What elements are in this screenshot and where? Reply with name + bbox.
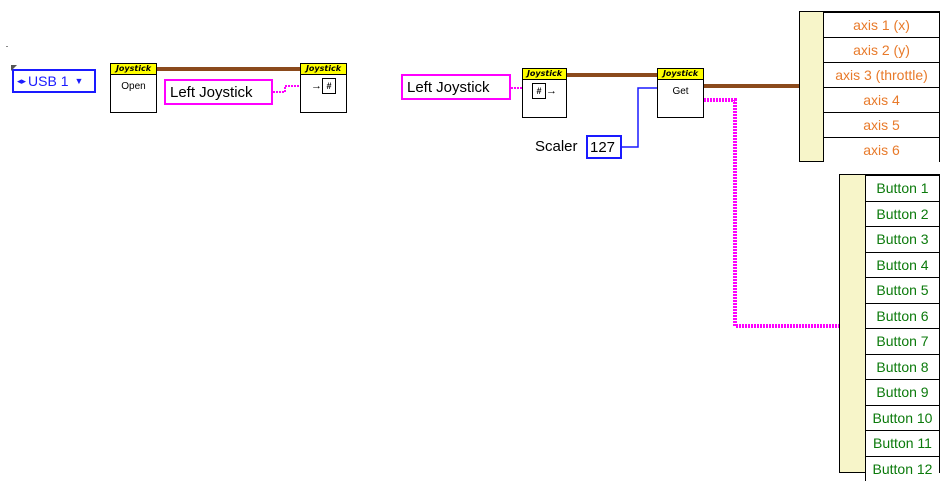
- scaler-value: 127: [590, 139, 615, 156]
- subvi-label: Open: [111, 75, 156, 92]
- axis-element[interactable]: axis 2 (y): [823, 37, 939, 62]
- axis-element[interactable]: axis 5: [823, 112, 939, 137]
- subvi-label: Get: [658, 80, 703, 97]
- button-element[interactable]: Button 12: [865, 456, 939, 481]
- load-glyph: #→: [523, 80, 566, 102]
- axis-element[interactable]: axis 3 (throttle): [823, 62, 939, 87]
- ring-corner-marker: [11, 65, 17, 71]
- document-number-icon: #: [322, 78, 336, 94]
- dropdown-arrow-icon[interactable]: ▼: [75, 76, 84, 86]
- subvi-banner: Joystick: [111, 64, 156, 75]
- string-constant-value: Left Joystick: [407, 79, 490, 96]
- button-element[interactable]: Button 11: [865, 430, 939, 456]
- string-constant-value: Left Joystick: [170, 84, 253, 101]
- document-number-icon: #: [532, 83, 546, 99]
- save-glyph: →#: [301, 75, 346, 97]
- subvi-banner: Joystick: [301, 64, 346, 75]
- joystick-name-constant-1[interactable]: Left Joystick: [164, 79, 273, 105]
- button-element[interactable]: Button 10: [865, 405, 939, 431]
- numeric-wire[interactable]: [622, 88, 657, 147]
- scaler-constant[interactable]: 127: [586, 135, 622, 159]
- button-element[interactable]: Button 8: [865, 354, 939, 380]
- button-element[interactable]: Button 3: [865, 226, 939, 252]
- axis-element[interactable]: axis 6: [823, 137, 939, 162]
- arrow-right-icon: →: [311, 80, 322, 92]
- joystick-load-subvi[interactable]: Joystick #→: [522, 68, 567, 118]
- button-element[interactable]: Button 4: [865, 252, 939, 278]
- axis-element[interactable]: axis 4: [823, 87, 939, 112]
- subvi-banner: Joystick: [658, 69, 703, 80]
- button-element[interactable]: Button 7: [865, 328, 939, 354]
- usb-ring-control[interactable]: ◂▸ USB 1 ▼: [12, 69, 96, 93]
- arrow-right-icon: →: [546, 85, 557, 97]
- decoration-dot: [6, 46, 8, 47]
- button-element[interactable]: Button 9: [865, 379, 939, 405]
- button-element[interactable]: Button 2: [865, 201, 939, 227]
- joystick-get-subvi[interactable]: Joystick Get: [657, 68, 704, 118]
- button-element[interactable]: Button 5: [865, 277, 939, 303]
- string-wire-1[interactable]: [273, 86, 300, 92]
- usb-ring-value: USB 1: [28, 73, 68, 89]
- joystick-name-constant-2[interactable]: Left Joystick: [401, 74, 511, 100]
- joystick-open-subvi[interactable]: Joystick Open: [110, 63, 157, 113]
- button-element[interactable]: Button 1: [865, 175, 939, 201]
- axes-cluster-indicator[interactable]: axis 1 (x)axis 2 (y)axis 3 (throttle)axi…: [799, 11, 940, 162]
- axis-element[interactable]: axis 1 (x): [823, 12, 939, 37]
- button-element[interactable]: Button 6: [865, 303, 939, 329]
- subvi-banner: Joystick: [523, 69, 566, 80]
- increment-decrement-arrows-icon[interactable]: ◂▸: [17, 76, 26, 87]
- scaler-label: Scaler: [535, 138, 578, 155]
- joystick-save-subvi[interactable]: Joystick →#: [300, 63, 347, 113]
